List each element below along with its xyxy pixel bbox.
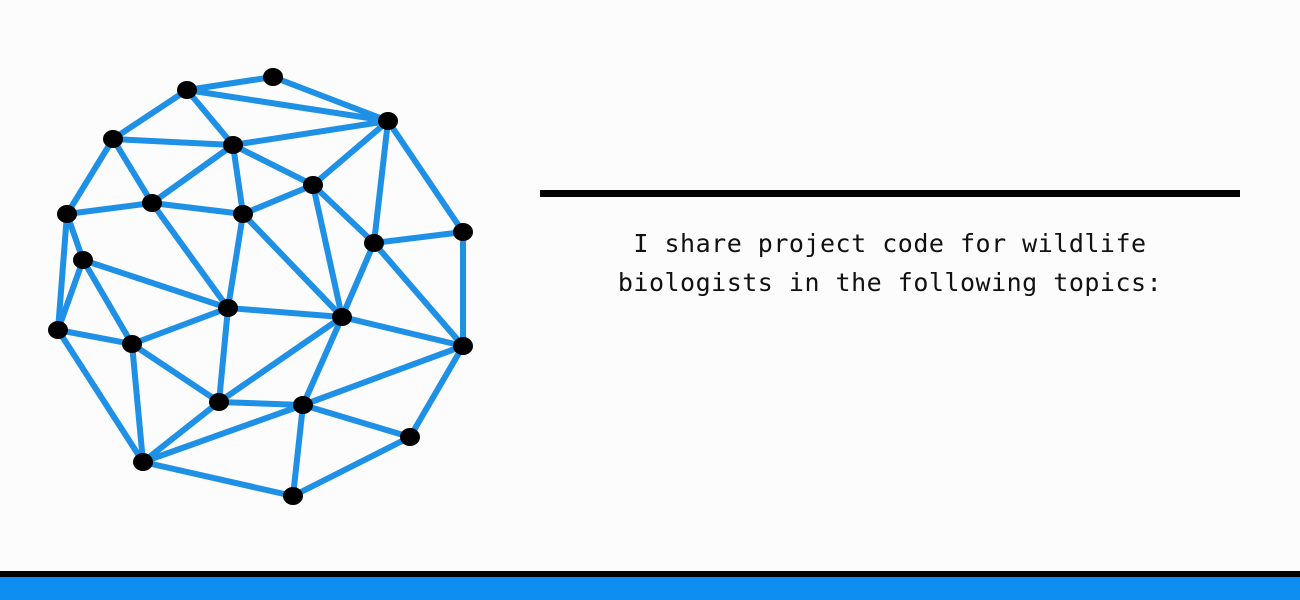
network-edge bbox=[290, 434, 413, 499]
network-node bbox=[303, 176, 323, 194]
network-edge bbox=[300, 402, 413, 440]
network-edge bbox=[310, 182, 345, 320]
network-node bbox=[133, 453, 153, 471]
network-edge bbox=[129, 305, 231, 347]
network-node bbox=[453, 337, 473, 355]
network-edge bbox=[371, 229, 466, 246]
network-node bbox=[73, 251, 93, 269]
network-edge bbox=[55, 327, 146, 465]
network-edge bbox=[55, 257, 86, 333]
network-edge bbox=[140, 399, 222, 465]
network-edge bbox=[149, 200, 246, 217]
network-edge bbox=[184, 87, 391, 124]
network-edge bbox=[55, 327, 135, 347]
network-edge bbox=[339, 314, 466, 349]
network-edge bbox=[230, 142, 316, 188]
network-edge bbox=[310, 182, 377, 246]
footer-divider bbox=[0, 571, 1300, 577]
network-edge bbox=[216, 399, 306, 408]
network-edge bbox=[240, 211, 345, 320]
network-node bbox=[293, 396, 313, 414]
network-node bbox=[142, 194, 162, 212]
network-edge bbox=[110, 136, 236, 148]
network-node bbox=[378, 112, 398, 130]
tagline: I share project code for wildlife biolog… bbox=[540, 224, 1240, 302]
network-edge bbox=[270, 74, 391, 124]
network-edge bbox=[64, 136, 116, 217]
tagline-line-2: biologists in the following topics: bbox=[617, 268, 1163, 297]
network-edge bbox=[110, 87, 190, 142]
network-node bbox=[223, 136, 243, 154]
network-edge bbox=[290, 402, 306, 499]
network-edge bbox=[240, 182, 316, 217]
network-edge bbox=[225, 305, 345, 320]
network-edge bbox=[216, 305, 231, 405]
network-node bbox=[332, 308, 352, 326]
network-edge bbox=[55, 211, 70, 333]
network-node bbox=[48, 321, 68, 339]
network-edge bbox=[310, 118, 391, 188]
footer-bar bbox=[0, 577, 1300, 600]
network-node bbox=[177, 81, 197, 99]
network-edges bbox=[55, 74, 466, 499]
network-edge bbox=[129, 341, 146, 465]
network-edge bbox=[230, 142, 246, 217]
network-node bbox=[218, 299, 238, 317]
network-edge bbox=[80, 257, 135, 347]
network-node bbox=[453, 223, 473, 241]
network-node bbox=[57, 205, 77, 223]
network-edge bbox=[129, 341, 222, 405]
network-edge bbox=[149, 200, 231, 311]
network-nodes bbox=[48, 68, 473, 505]
network-graph-icon bbox=[48, 68, 473, 505]
network-edge bbox=[385, 118, 466, 235]
network-edge bbox=[216, 314, 345, 405]
network-edge bbox=[300, 314, 345, 408]
tagline-line-1: I share project code for wildlife bbox=[633, 229, 1147, 258]
network-node bbox=[103, 130, 123, 148]
network-edge bbox=[184, 87, 236, 148]
network-edge bbox=[149, 142, 236, 206]
network-edge bbox=[80, 257, 231, 311]
network-node bbox=[400, 428, 420, 446]
network-edge bbox=[371, 118, 391, 246]
network-edge bbox=[371, 240, 466, 349]
network-edge bbox=[140, 459, 296, 499]
divider-rule bbox=[540, 190, 1240, 197]
network-edge bbox=[184, 74, 276, 93]
network-node bbox=[122, 335, 142, 353]
network-edge bbox=[339, 240, 377, 320]
network-edge bbox=[110, 136, 155, 206]
network-edge bbox=[300, 343, 466, 408]
network-node bbox=[209, 393, 229, 411]
network-edge bbox=[140, 402, 306, 465]
network-edge bbox=[225, 211, 246, 311]
network-node bbox=[233, 205, 253, 223]
network-edge bbox=[407, 343, 466, 440]
network-edge bbox=[64, 200, 155, 217]
network-node bbox=[283, 487, 303, 505]
network-edge bbox=[230, 118, 391, 148]
network-node bbox=[263, 68, 283, 86]
network-node bbox=[364, 234, 384, 252]
